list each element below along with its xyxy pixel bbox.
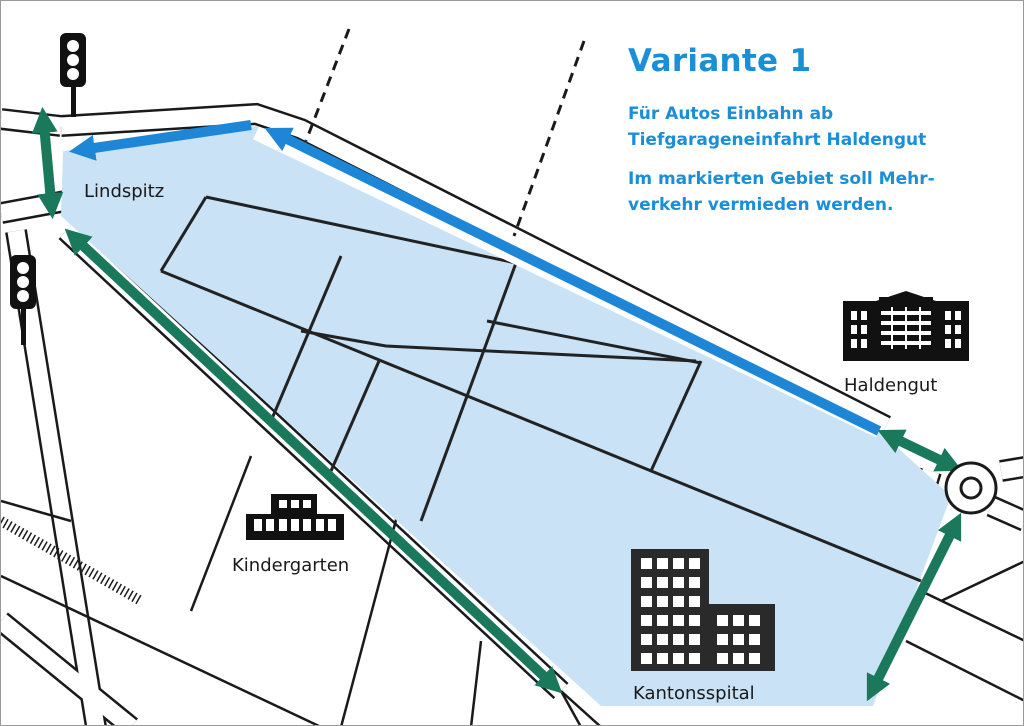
legend-line: verkehr vermieden werden.: [628, 195, 894, 215]
legend-oneway-text: Für Autos Einbahn ab Tiefgarageneinfahrt…: [628, 101, 958, 153]
legend-title: Variante 1: [628, 43, 812, 79]
building-icon: [631, 549, 775, 671]
traffic-light-icon: [10, 255, 36, 345]
building-icon: [246, 494, 344, 540]
place-label-lindspitz: Lindspitz: [84, 181, 165, 202]
dashed-paths: [304, 28, 586, 237]
oneway-route: [68, 120, 882, 436]
roundabout: [944, 461, 998, 515]
legend-area-text: Im markierten Gebiet soll Mehr- verkehr …: [628, 166, 958, 218]
legend-line: Tiefgarageneinfahrt Haldengut: [628, 130, 927, 150]
twoway-routes: [31, 106, 963, 702]
place-label-kindergarten: Kindergarten: [232, 555, 350, 576]
place-label-kantonsspital: Kantonsspital: [633, 683, 755, 704]
place-label-haldengut: Haldengut: [844, 375, 938, 396]
legend-line: Im markierten Gebiet soll Mehr-: [628, 169, 935, 189]
legend-line: Für Autos Einbahn ab: [628, 104, 834, 124]
building-icon: [843, 291, 969, 361]
traffic-light-icon: [60, 33, 86, 117]
